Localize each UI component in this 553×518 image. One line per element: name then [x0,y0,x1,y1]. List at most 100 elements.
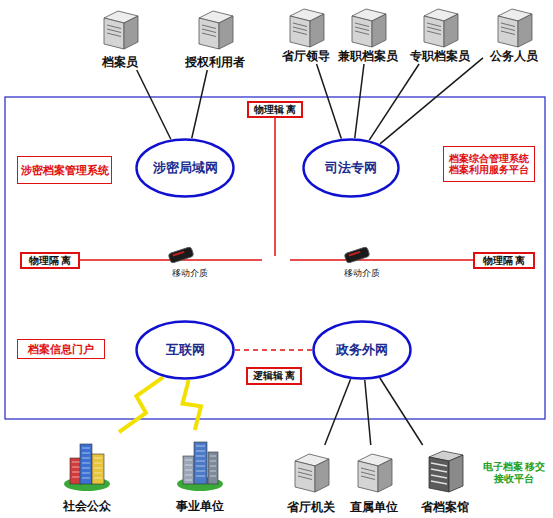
building-window [196,446,205,447]
server-node: 公务人员 [483,0,545,64]
platform-note: 电子档案 移交接收平台 [478,461,550,485]
server-node: 档案员 [85,2,155,70]
building-window [210,461,216,462]
building-icon [62,436,112,492]
building-window [185,480,192,481]
node-label: 专职档案员 [410,50,470,64]
building-node: 事业单位 [168,430,232,514]
building-window [94,473,102,474]
server-icon [354,451,394,493]
wireless-link [183,380,201,430]
drive-bay [293,27,307,31]
network-link [365,380,371,445]
building-icon [175,436,225,492]
node-label: 社会公众 [63,500,111,514]
rack-icon [425,449,465,493]
server-node: 专职档案员 [409,0,471,64]
server-side [378,459,392,492]
drive-bay [501,31,515,35]
server-node: 直属单位 [343,445,405,515]
building-window [94,468,102,469]
building-window [185,470,192,471]
building-block [208,452,218,484]
network-link [355,64,364,138]
node-label: 直属单位 [350,501,398,515]
building-window [82,478,90,479]
drive-bay [427,31,441,35]
node-label: 档案信息门户 [28,343,94,356]
ellipse-shape [304,140,399,197]
server-side [124,16,138,49]
network-link [369,64,419,140]
boundary-frame [5,97,545,419]
server-side [310,14,324,47]
building-window [196,476,205,477]
building-window [210,466,216,467]
drive-bay [107,33,121,37]
node-label: 兼职档案员 [338,50,398,64]
ellipse-shape [137,322,234,379]
node-label: 政务外网 [336,343,388,358]
server-side [518,14,532,47]
server-front [352,16,372,47]
server-node: 授权利用者 [180,2,250,70]
node-label: 省厅机关 [287,501,335,515]
isolation-box: 逻辑辑 离 [246,367,302,385]
drive-bay [427,23,441,27]
rack-front [429,457,449,492]
server-icon [348,6,388,48]
network-link [325,379,351,445]
node-label: 涉密档案管理系统 [21,164,109,177]
building-window [185,465,192,466]
building-window [72,462,80,463]
network-link [380,58,483,144]
server-node: 兼职档案员 [337,0,399,64]
network-ellipse: 互联网 [135,320,235,380]
node-label: 司法专网 [325,161,377,176]
building-block [194,442,207,484]
building-window [72,472,80,473]
drive-bay [202,29,216,33]
network-link [192,70,208,138]
node-label: 涉密局域网 [153,161,218,176]
drive-bay [202,25,216,29]
server-front [424,16,444,47]
server-icon [195,8,235,50]
building-window [82,463,90,464]
isolation-line [274,118,276,256]
drive-bay [501,23,515,27]
building-block [80,444,92,484]
building-window [82,468,90,469]
drive-bay [355,23,369,27]
building-window [196,471,205,472]
media-light [172,251,184,257]
node-label: 档案综合管理系统 档案利用服务平台 [446,153,532,176]
ellipse-shape [314,322,411,379]
isolation-box: 物理辑 离 [247,101,303,118]
rack-side [449,455,463,492]
drive-bay [202,33,216,37]
media-icon [168,247,194,264]
drive-bay [501,27,515,31]
building-window [94,463,102,464]
rack-unit [431,481,447,484]
node-label: 逻辑辑 离 [253,370,296,382]
server-icon [100,8,140,50]
drive-bay [427,27,441,31]
media-body [168,247,194,264]
node-label: 授权利用者 [185,56,245,70]
building-window [210,456,216,457]
building-window [82,453,90,454]
system-box: 涉密档案管理系统 [17,156,112,184]
drive-bay [298,472,312,476]
drive-bay [355,27,369,31]
node-label: 事业单位 [176,500,224,514]
building-window [72,467,80,468]
building-window [210,471,216,472]
server-front [104,18,124,49]
drive-bay [355,31,369,35]
building-window [196,456,205,457]
node-label: 省厅领导 [282,50,330,64]
